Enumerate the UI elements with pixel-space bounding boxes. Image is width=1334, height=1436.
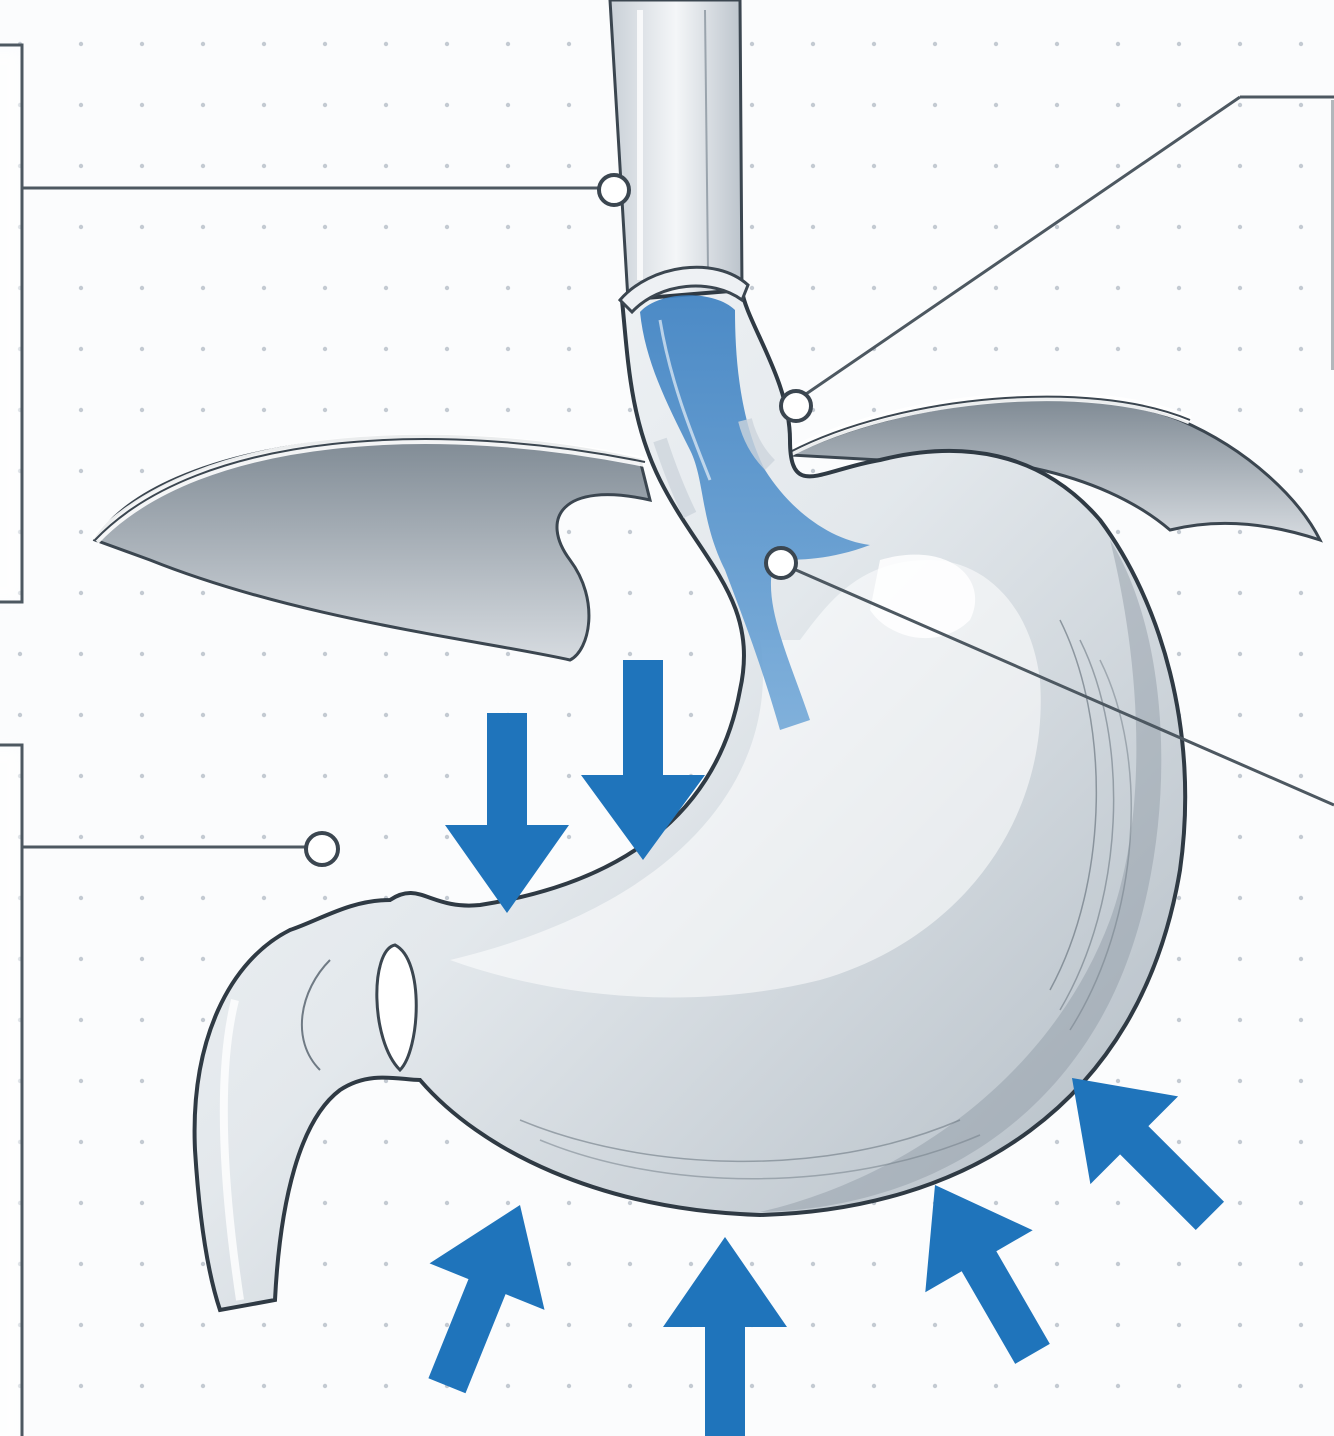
circle-node-icon	[599, 175, 629, 205]
circle-node-icon	[306, 833, 338, 865]
esophagus	[610, 0, 742, 300]
callout-box-lower	[0, 745, 22, 1436]
circle-node-icon	[781, 391, 811, 421]
callout-box-upper	[0, 45, 22, 602]
circle-node-icon	[766, 548, 796, 578]
